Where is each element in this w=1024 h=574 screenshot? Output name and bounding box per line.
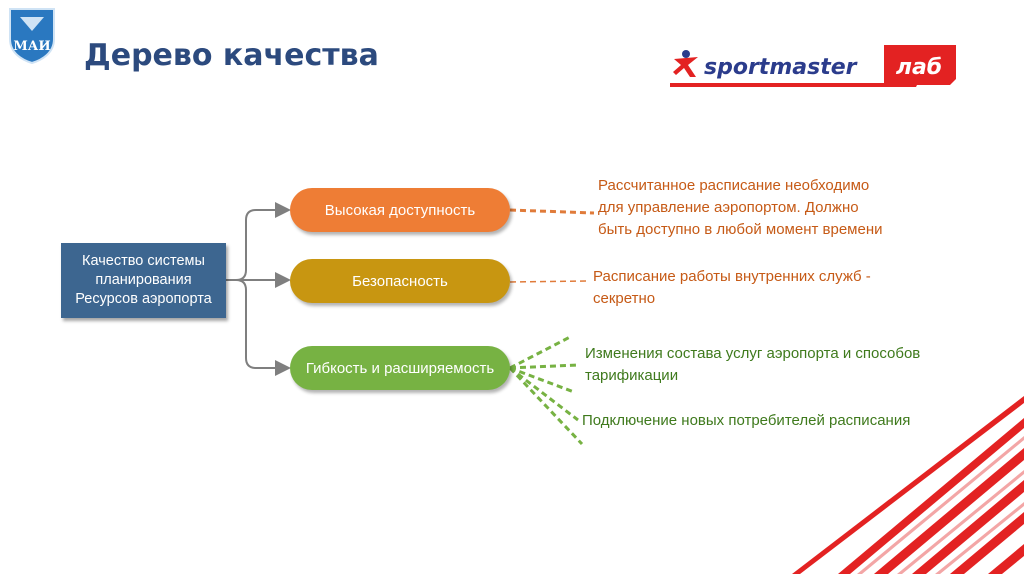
tree-root-node: Качество системы планирования Ресурсов а…: [61, 243, 226, 318]
branch-label-availability: Высокая доступность: [324, 201, 476, 219]
mai-logo-text: МАИ: [13, 39, 50, 54]
note-flexibility-services: Изменения состава услуг аэропорта и спос…: [585, 345, 921, 384]
branch-node-security: Безопасность: [290, 259, 510, 303]
branch-label-security: Безопасность: [352, 272, 448, 290]
dash-flex-1: [509, 334, 573, 370]
note-security: Расписание работы внутренних служб - сек…: [593, 268, 871, 307]
branch-node-flexibility: Гибкость и расширяемость: [290, 346, 510, 390]
dash-security: [509, 280, 591, 283]
branch-label-flexibility: Гибкость и расширяемость: [305, 359, 495, 377]
dash-flex-3: [509, 366, 575, 394]
sportmaster-wordmark: sportmaster: [704, 55, 858, 80]
note-flexibility-consumers: Подключение новых потребителей расписани…: [582, 412, 911, 429]
tree-root-label: Качество системы планирования Ресурсов а…: [75, 253, 212, 307]
dash-flex-4: [509, 366, 579, 422]
mai-logo: МАИ: [9, 8, 55, 65]
dash-flex-5: [508, 366, 584, 446]
sportmaster-lab-logo: sportmaster лаб: [670, 45, 956, 87]
connector-root-to-flexibility: [226, 279, 291, 376]
connector-root-to-availability: [226, 202, 291, 281]
note-availability: Рассчитанное расписание необходимо для у…: [598, 177, 883, 238]
dash-flex-2: [509, 363, 579, 370]
branch-node-availability: Высокая доступность: [290, 188, 510, 232]
page-title: Дерево качества: [84, 38, 379, 73]
sportmaster-figure-icon: [673, 50, 698, 77]
lab-wordmark: лаб: [896, 55, 942, 80]
dash-availability: [509, 208, 595, 215]
